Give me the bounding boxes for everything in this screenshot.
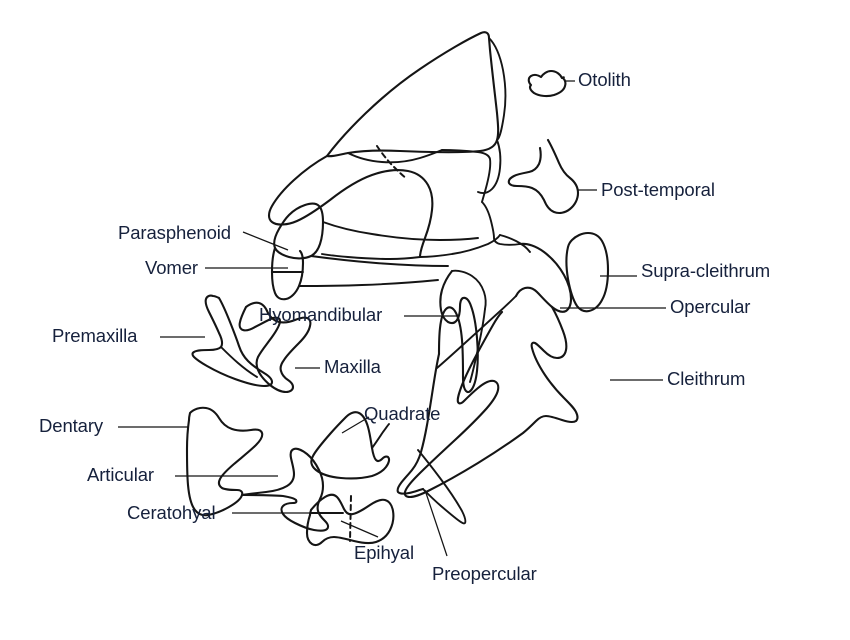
- label-cleithrum: Cleithrum: [667, 368, 746, 389]
- label-articular: Articular: [87, 464, 154, 485]
- label-supra-cleithrum: Supra-cleithrum: [641, 260, 771, 281]
- ceratohyal-bone: [305, 493, 395, 547]
- label-vomer: Vomer: [145, 257, 198, 278]
- hyomandibular-posterior-shaft: [469, 308, 486, 383]
- skull-lower-posterior: [481, 201, 521, 246]
- maxilla-bone: [238, 301, 312, 394]
- label-epihyal: Epihyal: [354, 542, 414, 563]
- post-temporal-bone: [507, 138, 580, 215]
- label-opercular: Opercular: [670, 296, 751, 317]
- skull-frontal-lower-edge: [441, 149, 492, 203]
- cleithrum-bone: [403, 305, 579, 499]
- otolith-bone: [527, 69, 567, 98]
- quadrate-process: [371, 423, 390, 449]
- preopercular-posterior-limb: [417, 449, 467, 525]
- dentary-bone: [185, 406, 264, 517]
- parasphenoid-shaft: [322, 221, 479, 241]
- hyomandibular-anterior-edge: [451, 269, 487, 310]
- skull-prootic-shelf: [321, 253, 421, 260]
- skull-roof-supraoccipital: [325, 31, 500, 158]
- supra-cleithrum-bone: [565, 231, 610, 313]
- skull-suture-dashed-line: [376, 145, 407, 179]
- skull-pterotic-region: [488, 37, 507, 141]
- skull-orbit-upper: [347, 149, 443, 164]
- label-quadrate: Quadrate: [364, 403, 441, 424]
- preopercular-bone: [396, 352, 441, 495]
- label-otolith: Otolith: [578, 69, 631, 90]
- label-ceratohyal: Ceratohyal: [127, 502, 216, 523]
- label-dentary: Dentary: [39, 415, 104, 436]
- label-maxilla: Maxilla: [324, 356, 381, 377]
- skull-braincase: [267, 154, 434, 259]
- skull-mid-suture: [419, 234, 501, 258]
- label-post-temporal: Post-temporal: [601, 179, 715, 200]
- label-premaxilla: Premaxilla: [52, 325, 138, 346]
- premaxilla-inner-ridge: [220, 346, 258, 378]
- hyomandibular-bone: [437, 269, 479, 394]
- parasphenoid-bone: [273, 202, 325, 260]
- opercular-bone: [514, 242, 573, 313]
- articular-bone: [240, 447, 330, 532]
- vomer-ventral-shaft: [298, 279, 439, 287]
- label-parasphenoid: Parasphenoid: [118, 222, 231, 243]
- skull-pterotic-notch: [499, 234, 531, 253]
- premaxilla-bone: [191, 294, 274, 388]
- label-hyomandibular: Hyomandibular: [259, 304, 383, 325]
- parasphenoid-lower-edge: [310, 255, 449, 267]
- epihyal-division-dashed-line: [349, 495, 352, 542]
- label-preopercular: Preopercular: [432, 563, 537, 584]
